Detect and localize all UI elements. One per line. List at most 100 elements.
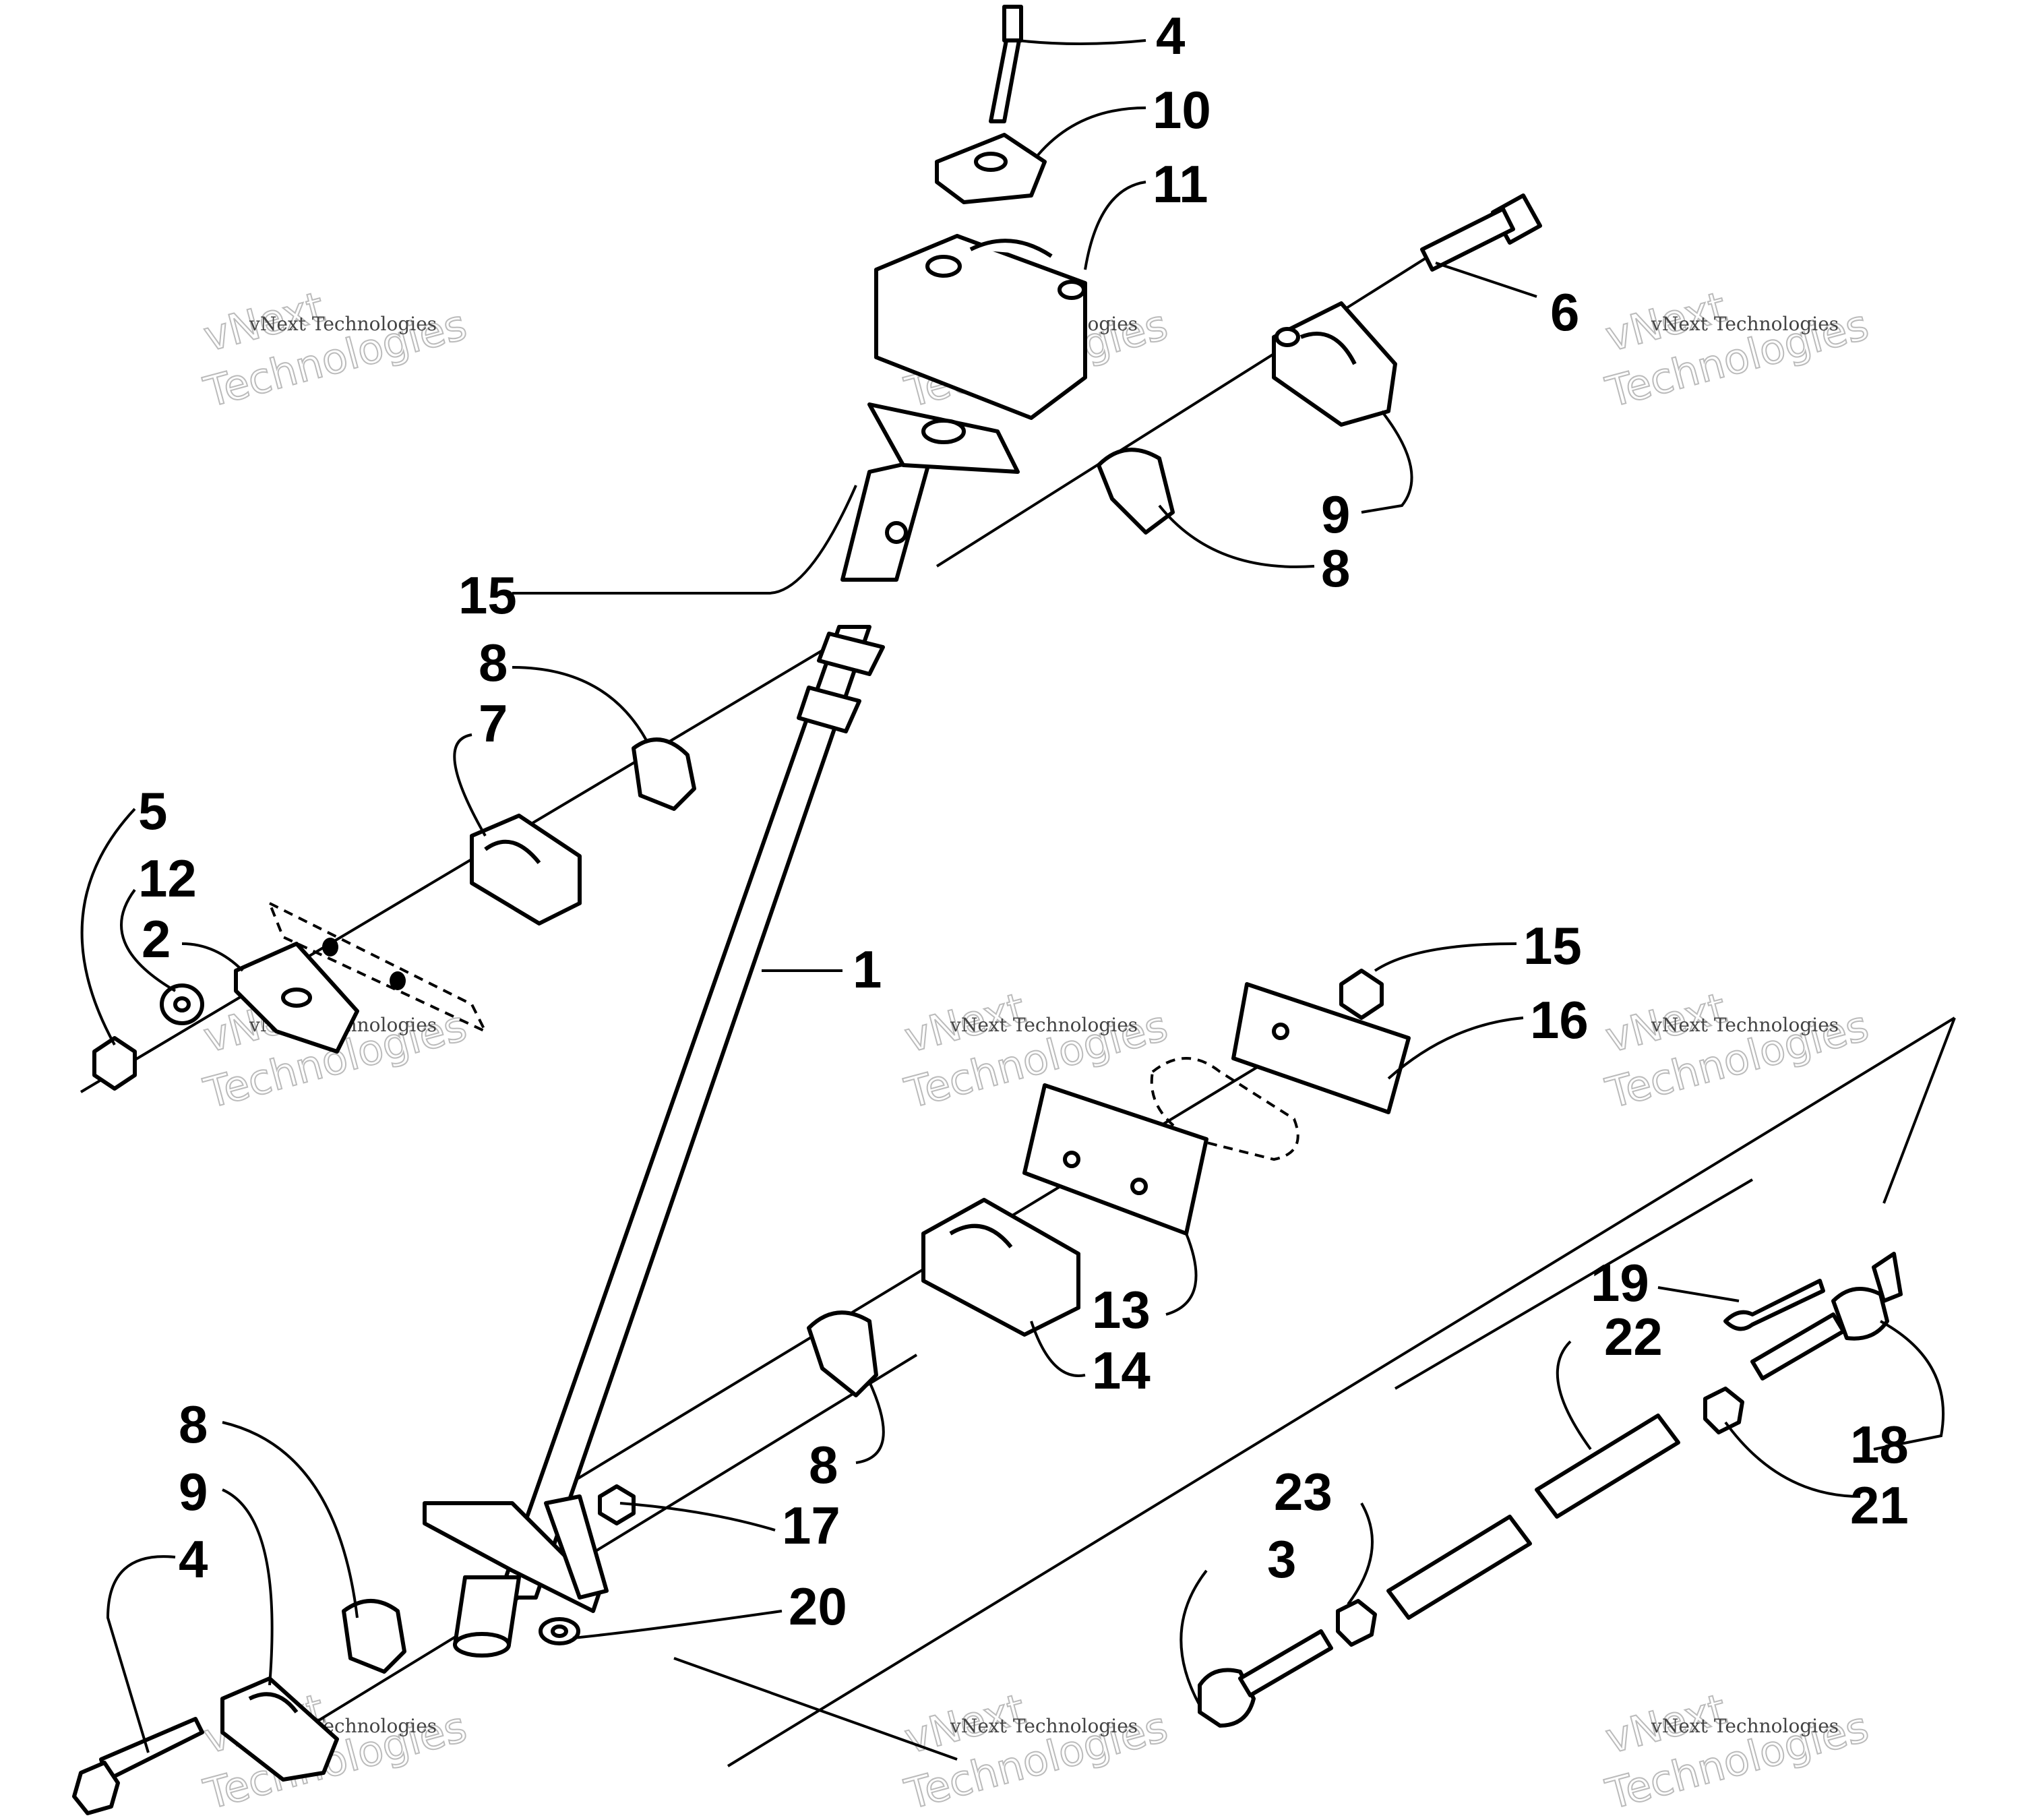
clamp-block-11-saddle	[969, 239, 1053, 258]
left-clamp-assembly	[92, 737, 696, 1091]
upper-right-clamp	[1097, 193, 1542, 535]
leader-10	[1037, 107, 1146, 156]
leader-11	[1084, 181, 1146, 270]
clamp-9-bottom-left-saddle	[248, 1692, 299, 1713]
leader-12	[120, 888, 177, 992]
upper-mount-hole	[885, 521, 908, 544]
clamp-cap-10-hole	[974, 152, 1008, 172]
clamp-9-upper-hole	[1275, 327, 1300, 347]
frame-outline-dashed	[267, 900, 489, 1035]
clamp-block-11-hole-right	[1058, 280, 1086, 300]
leader-lines	[80, 39, 1945, 1753]
axis-line-tierod	[727, 1017, 1956, 1767]
frame-hole-2	[390, 971, 406, 990]
cotter-pin-19	[1723, 1279, 1825, 1331]
leader-2	[181, 942, 244, 972]
watermark-small-6: vNext Technologies	[1651, 1014, 1839, 1036]
bolt-4-shank	[989, 38, 1021, 123]
label-part-15-right: 15	[1523, 916, 1582, 975]
plate-16-hole	[1272, 1023, 1289, 1040]
label-part-4-bottom: 4	[179, 1529, 208, 1589]
bolt-4-bottom-head	[72, 1761, 120, 1815]
bushing-8-bottom-left	[342, 1599, 406, 1674]
clamp-7	[470, 814, 582, 926]
leader-8-bottom-left	[222, 1421, 359, 1618]
label-part-12: 12	[138, 849, 197, 908]
tie-rod-22-middle	[1535, 1414, 1680, 1519]
label-part-7: 7	[479, 694, 508, 753]
leader-14	[1030, 1321, 1086, 1377]
label-part-8-lower-mid: 8	[809, 1435, 838, 1494]
clamp-block-11-hole-left	[925, 255, 962, 278]
watermark-small-8: vNext Technologies	[950, 1715, 1138, 1737]
label-part-22: 22	[1604, 1307, 1663, 1366]
clamp-14-saddle	[949, 1223, 1013, 1248]
shaft-upper-mount	[840, 456, 932, 582]
axis-line-left-upper	[80, 649, 824, 1093]
leader-15-left	[512, 485, 857, 595]
clamp-9-upper	[1272, 301, 1397, 427]
plate-13	[1022, 1083, 1208, 1236]
bushing-8-left	[632, 737, 696, 811]
bolt-4-bottom-shank	[99, 1717, 204, 1782]
watermark-small-9: vNext Technologies	[1651, 1715, 1839, 1737]
rod-end-18-stud	[1872, 1252, 1903, 1303]
leader-13	[1165, 1233, 1198, 1316]
shaft-tube	[497, 625, 871, 1600]
label-part-9-upper: 9	[1321, 485, 1350, 544]
leader-21	[1724, 1421, 1861, 1498]
washer-20-hole	[551, 1625, 568, 1638]
label-part-15-left: 15	[458, 566, 517, 625]
label-part-19: 19	[1591, 1253, 1649, 1312]
leader-16	[1387, 1017, 1524, 1080]
label-part-23: 23	[1274, 1462, 1332, 1521]
washer-12-hole	[173, 996, 191, 1012]
label-part-8-left: 8	[479, 633, 508, 692]
nut-5	[92, 1036, 137, 1091]
bolt-4-head	[1002, 5, 1023, 42]
watermark-small-1: vNext Technologies	[249, 313, 437, 335]
leader-4-top	[1017, 39, 1146, 45]
label-part-1: 1	[853, 940, 882, 999]
bushing-8-upper-right	[1097, 448, 1175, 535]
bushing-8-lower-mid	[807, 1310, 878, 1397]
mid-right-clamp-assembly	[807, 969, 1411, 1397]
shaft-collar-upper	[817, 632, 885, 676]
leader-8-upper-right	[1158, 504, 1315, 568]
tie-rod-assembly	[1198, 1252, 1903, 1728]
label-part-13: 13	[1092, 1280, 1151, 1339]
leader-23	[1347, 1503, 1374, 1606]
nut-15-right	[1339, 969, 1384, 1020]
rod-end-18	[1831, 1287, 1889, 1341]
label-part-6: 6	[1550, 282, 1579, 342]
lower-bracket	[544, 1494, 609, 1600]
leader-18	[1873, 1320, 1945, 1451]
leader-8-left	[512, 666, 648, 742]
clamp-14	[921, 1198, 1080, 1337]
label-part-14: 14	[1092, 1341, 1151, 1400]
part-labels: 4 10 11 6 9 8 15 8 7 5 12 2 1 15 16 13 1…	[138, 6, 1909, 1636]
clamp-7-saddle	[484, 839, 541, 864]
label-part-4-top: 4	[1156, 6, 1185, 65]
bolt-6-shank	[1420, 207, 1515, 272]
nut-17	[598, 1484, 636, 1525]
leader-8-lower-mid	[855, 1381, 885, 1464]
label-part-20: 20	[789, 1577, 847, 1636]
upper-plate-hole	[921, 419, 966, 444]
watermark-small-3: vNext Technologies	[1651, 313, 1839, 335]
label-part-21: 21	[1850, 1476, 1909, 1535]
plate-16	[1231, 982, 1411, 1114]
label-part-3: 3	[1267, 1529, 1296, 1589]
leader-5	[80, 808, 136, 1045]
label-part-11: 11	[1153, 154, 1208, 214]
label-part-8-upper-right: 8	[1321, 539, 1350, 598]
shaft-collar-lower	[797, 686, 861, 733]
leader-4-bottom	[106, 1555, 176, 1753]
label-part-8-bottom-left: 8	[179, 1395, 208, 1454]
leader-22	[1556, 1340, 1592, 1451]
lower-left-clamp-assembly	[72, 1484, 636, 1815]
axis-line-bottom	[673, 1657, 958, 1761]
nut-23	[1336, 1599, 1377, 1647]
leader-19	[1657, 1286, 1740, 1302]
